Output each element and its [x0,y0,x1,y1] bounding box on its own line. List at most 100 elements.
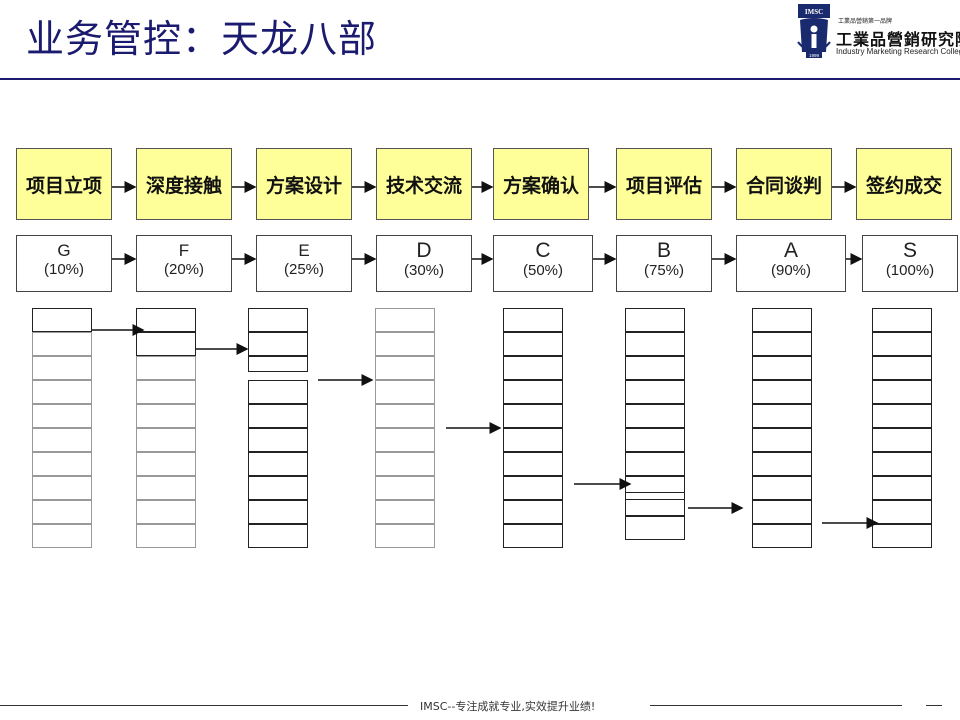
funnel-cell [375,500,435,524]
funnel-cell [32,476,92,500]
funnel-cell [872,308,932,332]
grade-letter: S [902,239,917,262]
grade-percent: (30%) [403,262,444,279]
funnel-cell [136,500,196,524]
grade-box-s: S (100%) [862,235,958,292]
stage-box-7: 合同谈判 [736,148,832,220]
funnel-cell [625,428,685,452]
grade-percent: (75%) [643,262,684,279]
funnel-cell [872,476,932,500]
funnel-cell [625,404,685,428]
title-divider [0,78,960,80]
funnel-cell [752,524,812,548]
grade-letter: D [416,239,432,262]
funnel-cell [503,332,563,356]
funnel-cell [136,308,196,332]
funnel-cell [503,428,563,452]
stage-box-2: 深度接触 [136,148,232,220]
stage-box-5: 方案确认 [493,148,589,220]
grade-box-g: G (10%) [16,235,112,292]
funnel-cell [752,500,812,524]
grade-letter: C [535,239,551,262]
funnel-cell [625,332,685,356]
grade-percent: (90%) [770,262,811,279]
grade-box-e: E (25%) [256,235,352,292]
funnel-cell [136,332,196,356]
stage-box-3: 方案设计 [256,148,352,220]
stage-box-6: 项目评估 [616,148,712,220]
funnel-cell [136,452,196,476]
company-logo: IMSC 1999 工業品營銷第一品牌 工業品營銷研究院 Industry Ma… [796,2,960,62]
stage-box-1: 项目立项 [16,148,112,220]
grade-percent: (50%) [522,262,563,279]
funnel-cell [375,332,435,356]
funnel-cell [375,452,435,476]
funnel-cell [375,428,435,452]
logo-name-cn: 工業品營銷研究院 [836,30,960,49]
funnel-cell [248,428,308,452]
funnel-cell [32,524,92,548]
funnel-cell [625,492,685,516]
logo-badge-text: IMSC [805,8,823,16]
funnel-cell [752,308,812,332]
funnel-cell [375,524,435,548]
funnel-cell [872,500,932,524]
funnel-cell [503,308,563,332]
funnel-cell [752,380,812,404]
funnel-cell [872,404,932,428]
funnel-cell [248,500,308,524]
funnel-cell [248,380,308,404]
funnel-cell [872,452,932,476]
funnel-cell [375,404,435,428]
funnel-cell [248,404,308,428]
funnel-cell [625,380,685,404]
funnel-cell [32,404,92,428]
funnel-cell [752,428,812,452]
logo-year: 1999 [809,53,820,58]
funnel-cell [248,524,308,548]
funnel-cell [136,380,196,404]
funnel-cell [503,524,563,548]
funnel-cell [248,476,308,500]
funnel-cell [625,516,685,540]
funnel-cell [136,428,196,452]
funnel-cell [503,404,563,428]
grade-box-f: F (20%) [136,235,232,292]
funnel-cell [625,356,685,380]
page-number-mark [926,705,942,706]
grade-letter: G [57,241,71,260]
grade-box-b: B (75%) [616,235,712,292]
grade-percent: (10%) [43,261,84,278]
funnel-cell [872,428,932,452]
logo-tagline: 工業品營銷第一品牌 [838,18,893,25]
funnel-cell [375,308,435,332]
grade-percent: (100%) [885,262,935,279]
funnel-cell [503,476,563,500]
funnel-cell [503,380,563,404]
funnel-cell [872,332,932,356]
grade-letter: F [178,241,190,260]
funnel-cell [32,452,92,476]
grade-letter: E [298,241,310,260]
grade-letter: A [783,239,798,262]
funnel-cell [625,452,685,476]
funnel-cell [32,500,92,524]
funnel-cell [375,476,435,500]
funnel-cell [752,452,812,476]
funnel-cell [32,356,92,380]
funnel-cell [503,356,563,380]
logo-name-en: Industry Marketing Research College [836,47,960,56]
funnel-cell [248,452,308,476]
funnel-cell [872,356,932,380]
grade-box-d: D (30%) [376,235,472,292]
imsc-emblem-icon: IMSC 1999 [797,4,831,58]
grade-percent: (25%) [283,261,324,278]
funnel-cell [32,428,92,452]
funnel-cell [752,356,812,380]
stage-box-4: 技术交流 [376,148,472,220]
funnel-cell [32,380,92,404]
funnel-cell [872,524,932,548]
funnel-cell [503,500,563,524]
grade-box-a: A (90%) [736,235,846,292]
funnel-cell [32,332,92,356]
